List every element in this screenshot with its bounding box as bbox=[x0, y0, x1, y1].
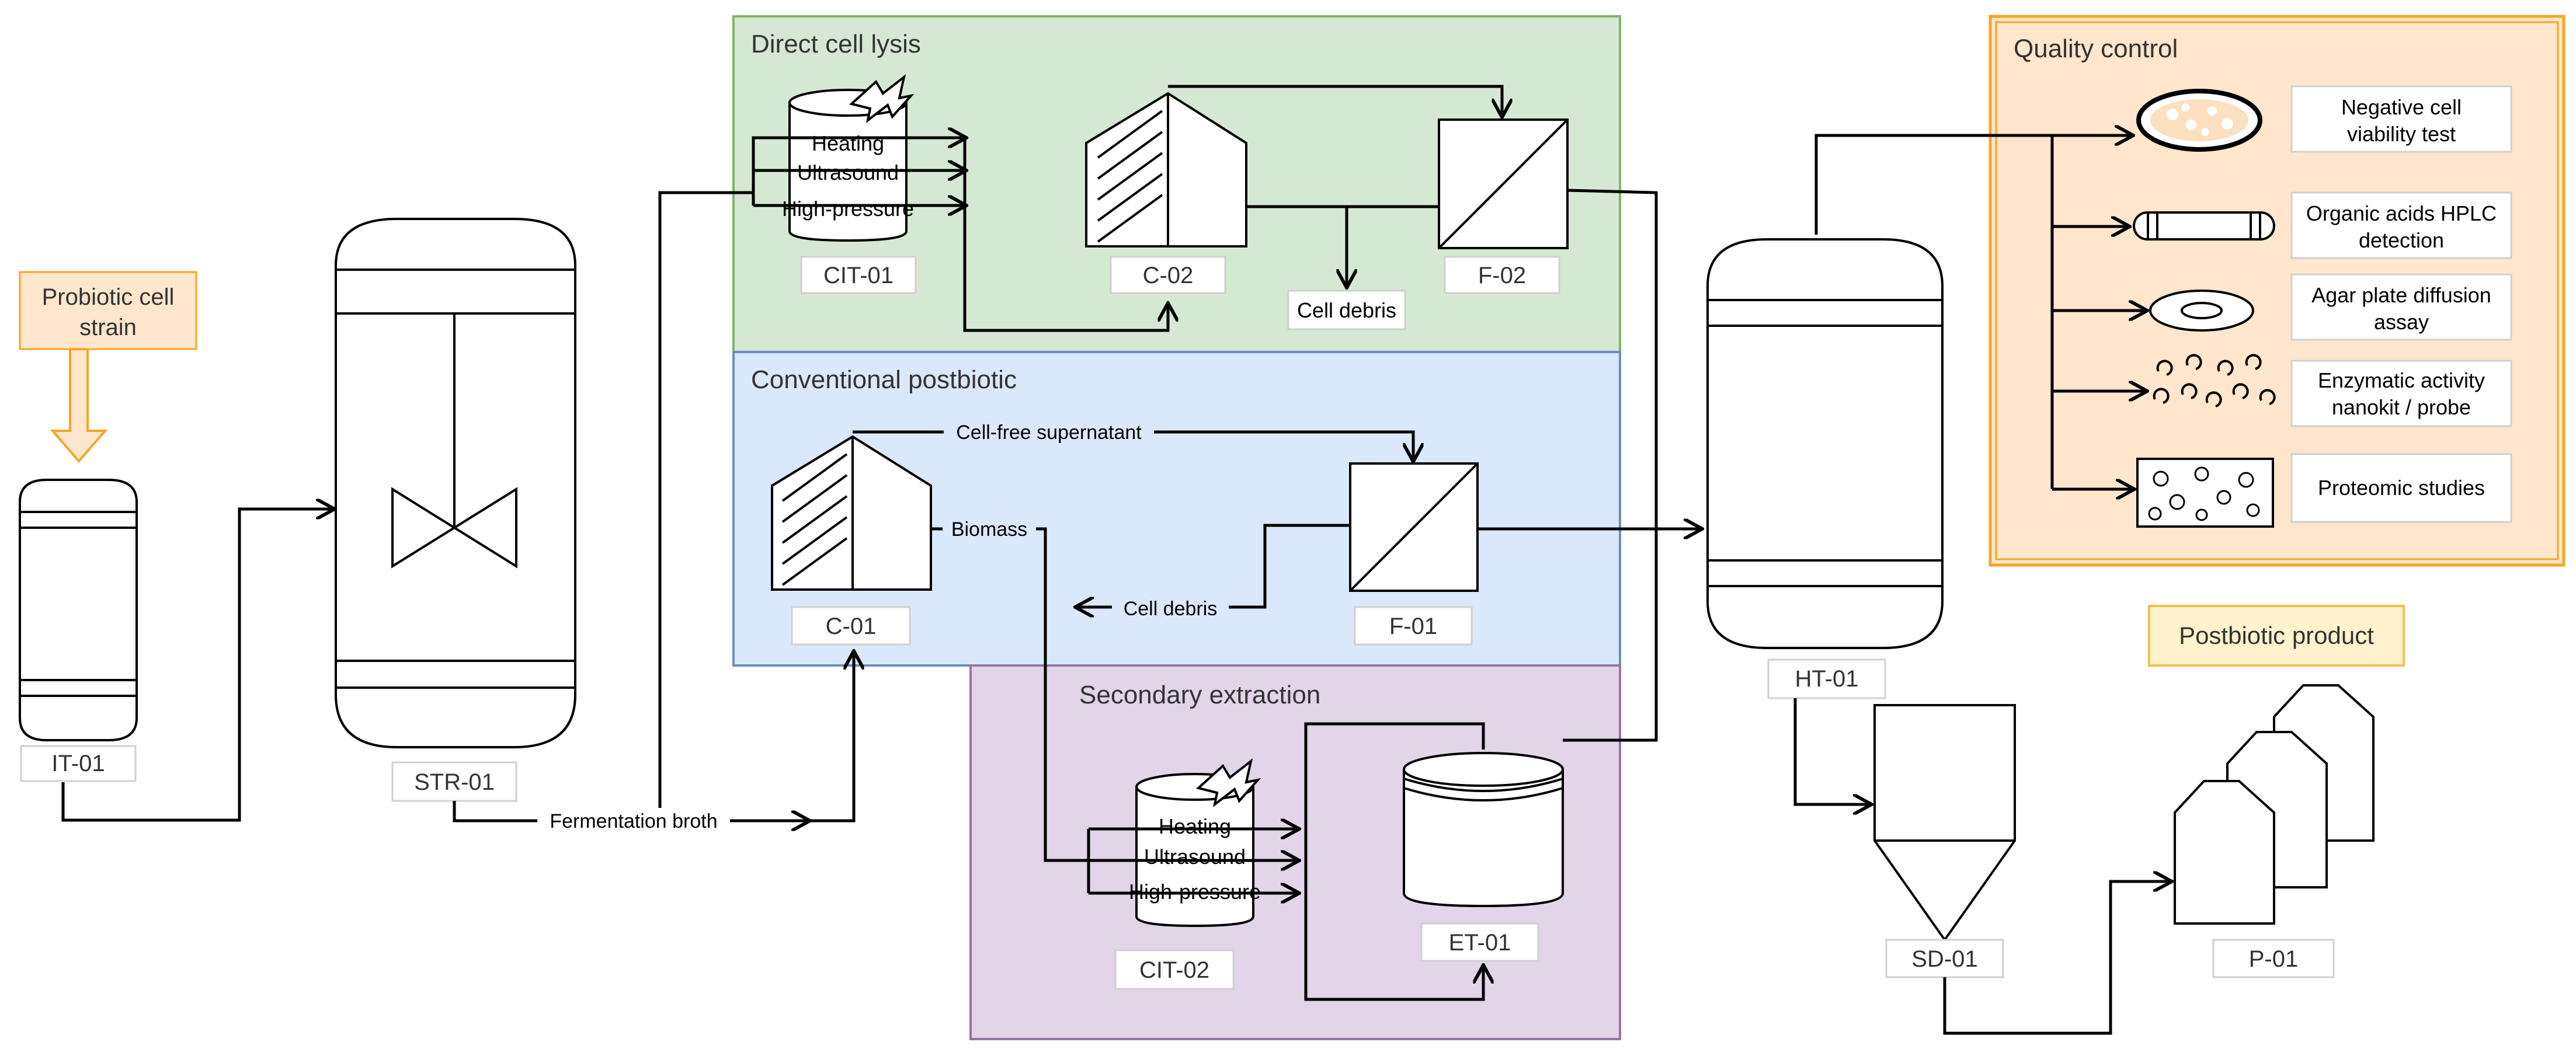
label-f02: F-02 bbox=[1444, 256, 1560, 294]
flow-label-fermentation-broth: Fermentation broth bbox=[537, 808, 730, 834]
svg-text:SD-01: SD-01 bbox=[1911, 946, 1977, 972]
agar-plate-icon bbox=[2149, 290, 2254, 332]
svg-text:nanokit / probe: nanokit / probe bbox=[2332, 395, 2471, 419]
svg-text:Cell debris: Cell debris bbox=[1297, 298, 1396, 322]
holding-tank-ht01-icon bbox=[1706, 238, 1944, 649]
label-it01: IT-01 bbox=[20, 745, 137, 782]
svg-text:F-02: F-02 bbox=[1478, 263, 1526, 288]
svg-text:ET-01: ET-01 bbox=[1449, 930, 1511, 956]
svg-text:P-01: P-01 bbox=[2249, 946, 2299, 972]
svg-text:Cell-free supernatant: Cell-free supernatant bbox=[956, 421, 1142, 444]
svg-text:Heating: Heating bbox=[1159, 814, 1231, 838]
lysis-tank-cit02-icon bbox=[1135, 758, 1261, 928]
flow-label-cell-free-supernatant: Cell-free supernatant bbox=[944, 419, 1154, 445]
svg-text:CIT-01: CIT-01 bbox=[823, 263, 894, 288]
svg-text:Fermentation broth: Fermentation broth bbox=[550, 810, 717, 832]
hplc-column-icon bbox=[2133, 211, 2275, 241]
svg-text:F-01: F-01 bbox=[1389, 614, 1437, 639]
region-title-conventional: Conventional postbiotic bbox=[751, 365, 1017, 394]
label-c02: C-02 bbox=[1110, 256, 1226, 294]
svg-text:Ultrasound: Ultrasound bbox=[1144, 845, 1246, 869]
svg-text:Postbiotic product: Postbiotic product bbox=[2179, 622, 2374, 649]
label-str01: STR-01 bbox=[391, 761, 517, 802]
label-f01: F-01 bbox=[1354, 606, 1473, 646]
proteomics-icon bbox=[2136, 458, 2274, 528]
svg-text:Probiotic cell: Probiotic cell bbox=[42, 284, 175, 310]
label-p01: P-01 bbox=[2212, 939, 2335, 978]
filter-f02-icon bbox=[1438, 119, 1569, 249]
qc-box-enzymatic: Enzymatic activity nanokit / probe bbox=[2290, 360, 2512, 427]
filter-f01-icon bbox=[1349, 462, 1479, 592]
postbiotic-product-box: Postbiotic product bbox=[2148, 605, 2405, 667]
flow-label-biomass: Biomass bbox=[943, 516, 1036, 542]
petri-dish-icon bbox=[2136, 89, 2262, 152]
feed-arrow-icon bbox=[50, 348, 108, 463]
svg-text:Heating: Heating bbox=[812, 131, 884, 155]
svg-text:C-01: C-01 bbox=[826, 614, 877, 639]
qc-box-proteomic: Proteomic studies bbox=[2290, 453, 2512, 523]
svg-text:viability test: viability test bbox=[2347, 122, 2456, 146]
svg-text:Proteomic studies: Proteomic studies bbox=[2318, 476, 2485, 500]
label-ht01: HT-01 bbox=[1767, 658, 1886, 699]
reactor-str01-icon bbox=[335, 218, 576, 748]
svg-text:Negative cell: Negative cell bbox=[2341, 95, 2462, 119]
region-title-secondary: Secondary extraction bbox=[1079, 681, 1320, 709]
svg-text:C-02: C-02 bbox=[1143, 263, 1194, 288]
svg-text:CIT-02: CIT-02 bbox=[1139, 957, 1209, 983]
label-et01: ET-01 bbox=[1420, 922, 1539, 962]
flow-lines bbox=[61, 85, 2170, 1035]
svg-text:Ultrasound: Ultrasound bbox=[797, 161, 899, 184]
svg-text:STR-01: STR-01 bbox=[414, 769, 495, 795]
qc-box-hplc: Organic acids HPLC detection bbox=[2290, 191, 2512, 259]
qc-box-agar: Agar plate diffusion assay bbox=[2290, 273, 2512, 341]
label-cit02: CIT-02 bbox=[1114, 949, 1235, 990]
svg-text:IT-01: IT-01 bbox=[51, 751, 105, 776]
label-c01: C-01 bbox=[791, 606, 911, 646]
svg-text:Organic acids HPLC: Organic acids HPLC bbox=[2306, 201, 2497, 225]
flow-label-cell-debris-mid: Cell debris bbox=[1112, 595, 1229, 621]
svg-text:strain: strain bbox=[79, 315, 137, 340]
probiotic-strain-box: Probiotic cell strain bbox=[19, 271, 197, 350]
spray-dryer-sd01-icon bbox=[1873, 704, 2016, 942]
extraction-tank-et01-icon bbox=[1403, 752, 1564, 908]
lysis-methods-cit01: Heating Ultrasound High-pressure bbox=[782, 131, 914, 221]
cell-debris-top-box: Cell debris bbox=[1287, 290, 1406, 330]
product-bags-p01-icon bbox=[2174, 684, 2375, 925]
svg-text:Enzymatic activity: Enzymatic activity bbox=[2318, 368, 2485, 392]
svg-text:Cell debris: Cell debris bbox=[1124, 598, 1218, 620]
svg-text:Agar plate diffusion: Agar plate diffusion bbox=[2311, 283, 2491, 307]
region-title-quality: Quality control bbox=[2014, 34, 2178, 63]
svg-text:assay: assay bbox=[2374, 310, 2429, 334]
svg-text:detection: detection bbox=[2359, 228, 2444, 252]
qc-box-viability: Negative cell viability test bbox=[2290, 85, 2512, 153]
label-cit01: CIT-01 bbox=[800, 256, 917, 294]
region-title-direct-lysis: Direct cell lysis bbox=[751, 30, 921, 58]
centrifuge-c01-icon bbox=[771, 435, 932, 591]
centrifuge-c02-icon bbox=[1085, 92, 1247, 248]
svg-text:Biomass: Biomass bbox=[951, 518, 1027, 541]
enzyme-probe-icon bbox=[2153, 354, 2276, 407]
tank-it01-icon bbox=[19, 479, 138, 741]
label-sd01: SD-01 bbox=[1885, 939, 2004, 978]
svg-text:High-pressure: High-pressure bbox=[782, 197, 914, 221]
svg-text:HT-01: HT-01 bbox=[1795, 666, 1859, 692]
